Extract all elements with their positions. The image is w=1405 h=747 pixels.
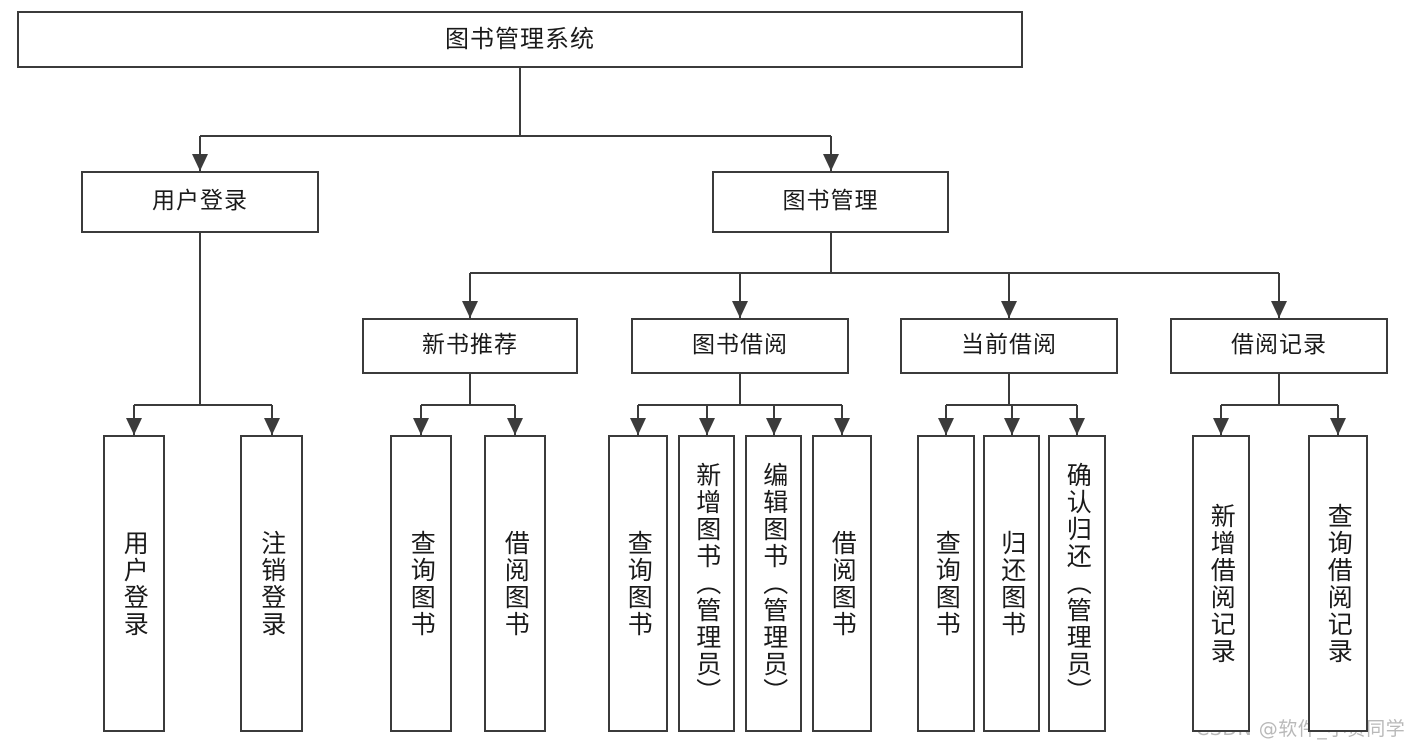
connector-drop-current-borrow xyxy=(1008,273,1010,318)
node-label: 用户登录 xyxy=(152,188,248,215)
arrow-head-icon xyxy=(263,418,280,435)
arrow-head-icon xyxy=(834,418,850,435)
node-borrow-record[interactable]: 借阅记录 xyxy=(1170,318,1388,374)
leaf-leaf-user-logout[interactable]: 注销登录 xyxy=(240,435,303,732)
node-label: 查询图书 xyxy=(932,529,962,638)
leaf-leaf-user-login[interactable]: 用户登录 xyxy=(103,435,165,732)
leaf-leaf-add-book[interactable]: 新增图书（管理员） xyxy=(678,435,735,732)
arrow-head-icon xyxy=(1069,418,1085,435)
connector-stem-root xyxy=(519,68,521,136)
connector-stem-current-borrow xyxy=(1008,374,1010,405)
leaf-leaf-query-book-2[interactable]: 查询图书 xyxy=(608,435,668,732)
leaf-leaf-return-book[interactable]: 归还图书 xyxy=(983,435,1040,732)
node-label: 借阅记录 xyxy=(1231,332,1327,359)
connector-bus-user-login xyxy=(134,404,272,406)
node-label: 注销登录 xyxy=(257,529,287,638)
node-label: 确认归还（管理员） xyxy=(1063,462,1093,705)
connector-stem-new-book-recommend xyxy=(469,374,471,405)
arrow-head-icon xyxy=(765,418,782,435)
node-label: 新增借阅记录 xyxy=(1207,502,1237,665)
arrow-head-icon xyxy=(462,301,478,318)
node-book-borrow[interactable]: 图书借阅 xyxy=(631,318,849,374)
connector-drop-borrow-record xyxy=(1278,273,1280,318)
arrow-head-icon xyxy=(192,154,208,171)
node-current-borrow[interactable]: 当前借阅 xyxy=(900,318,1118,374)
node-label: 查询图书 xyxy=(624,529,654,638)
node-label: 新书推荐 xyxy=(422,332,518,359)
arrow-head-icon xyxy=(126,418,142,435)
arrow-head-icon xyxy=(1330,418,1346,435)
connector-bus-borrow-record xyxy=(1221,404,1338,406)
arrow-head-icon xyxy=(630,418,646,435)
arrow-head-icon xyxy=(1003,418,1020,435)
node-book-manage[interactable]: 图书管理 xyxy=(712,171,949,233)
connector-stem-book-borrow xyxy=(739,374,741,405)
node-label: 图书管理系统 xyxy=(445,25,595,54)
leaf-leaf-borrow-book-1[interactable]: 借阅图书 xyxy=(484,435,546,732)
leaf-leaf-query-record[interactable]: 查询借阅记录 xyxy=(1308,435,1368,732)
arrow-head-icon xyxy=(698,418,715,435)
node-label: 新增图书（管理员） xyxy=(692,462,722,705)
arrow-head-icon xyxy=(822,154,839,171)
node-label: 编辑图书（管理员） xyxy=(759,462,789,705)
arrow-head-icon xyxy=(1271,301,1287,318)
node-new-book-recommend[interactable]: 新书推荐 xyxy=(362,318,578,374)
node-user-login[interactable]: 用户登录 xyxy=(81,171,319,233)
node-root[interactable]: 图书管理系统 xyxy=(17,11,1023,68)
leaf-leaf-edit-book[interactable]: 编辑图书（管理员） xyxy=(745,435,802,732)
node-label: 借阅图书 xyxy=(828,529,858,638)
arrow-head-icon xyxy=(1001,301,1017,318)
arrow-head-icon xyxy=(507,418,523,435)
node-label: 用户登录 xyxy=(120,529,150,638)
connector-bus-book-borrow xyxy=(638,404,842,406)
connector-stem-borrow-record xyxy=(1278,374,1280,405)
connector-bus-root xyxy=(200,135,831,137)
connector-bus-book-manage xyxy=(470,272,1279,274)
arrow-head-icon xyxy=(938,418,954,435)
connector-stem-book-manage xyxy=(829,233,832,273)
node-label: 当前借阅 xyxy=(961,332,1057,359)
node-label: 图书借阅 xyxy=(692,332,788,359)
node-label: 归还图书 xyxy=(997,529,1027,638)
connector-drop-book-manage xyxy=(829,136,832,171)
connector-bus-new-book-recommend xyxy=(421,404,515,406)
connector-drop-book-borrow xyxy=(739,273,741,318)
leaf-leaf-add-record[interactable]: 新增借阅记录 xyxy=(1192,435,1250,732)
connector-drop-user-login xyxy=(199,136,201,171)
connector-stem-user-login xyxy=(199,233,201,405)
leaf-leaf-query-book-1[interactable]: 查询图书 xyxy=(390,435,452,732)
arrow-head-icon xyxy=(413,418,429,435)
node-label: 查询借阅记录 xyxy=(1324,502,1354,665)
node-label: 图书管理 xyxy=(782,188,879,215)
arrow-head-icon xyxy=(732,301,748,318)
arrow-head-icon xyxy=(1213,418,1229,435)
leaf-leaf-borrow-book-2[interactable]: 借阅图书 xyxy=(812,435,872,732)
leaf-leaf-confirm-return[interactable]: 确认归还（管理员） xyxy=(1048,435,1106,732)
node-label: 查询图书 xyxy=(407,529,437,638)
node-label: 借阅图书 xyxy=(501,529,531,638)
leaf-leaf-query-book-3[interactable]: 查询图书 xyxy=(917,435,975,732)
connector-drop-new-book-recommend xyxy=(469,273,471,318)
